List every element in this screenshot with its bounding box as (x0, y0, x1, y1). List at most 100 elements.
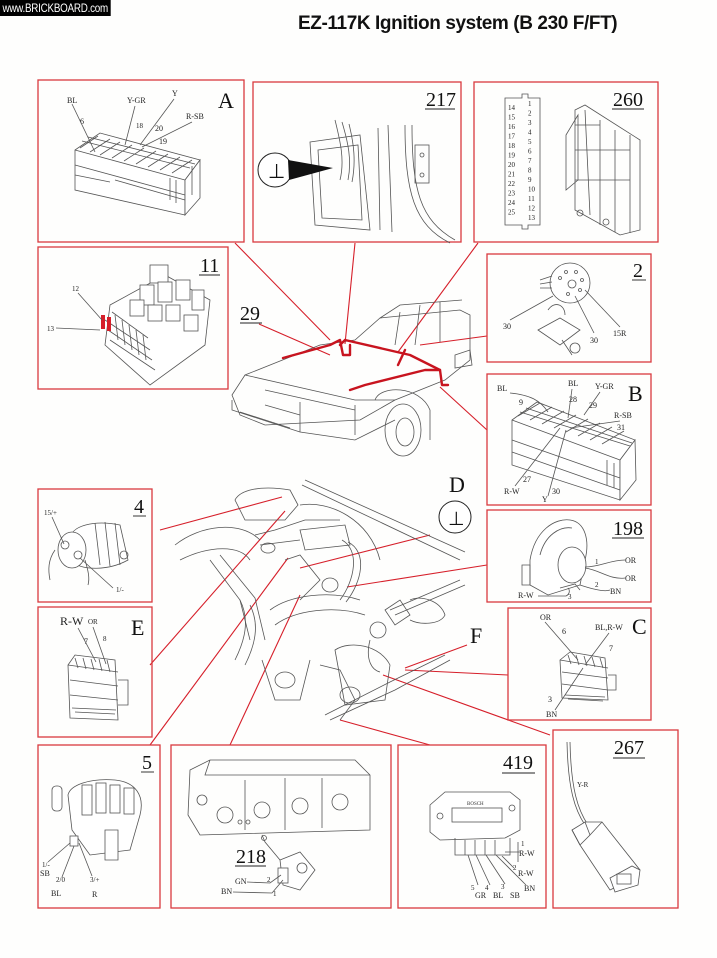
pin-label: 19 (508, 152, 516, 160)
panel-E-letter: E (131, 615, 144, 640)
ground-icon: ⊥ (448, 508, 465, 530)
svg-text:30: 30 (503, 322, 511, 331)
panel-218: 218 GN 2 BN 1 (170, 744, 392, 909)
pin-label: 15 (508, 114, 516, 122)
cylinder-head-drawing (187, 759, 371, 861)
leader-B (439, 386, 488, 431)
svg-text:R-W: R-W (519, 849, 535, 858)
bosch-brand: BOSCH (467, 802, 484, 807)
svg-text:OR: OR (88, 618, 98, 626)
leader-29 (258, 323, 331, 356)
svg-text:4: 4 (485, 884, 489, 892)
svg-text:Y-R: Y-R (577, 781, 589, 789)
svg-text:OR: OR (625, 574, 637, 583)
svg-text:19: 19 (159, 137, 167, 146)
ground-D-circle (438, 500, 472, 534)
panel-2: 2 30 30 15R (486, 253, 652, 363)
pin-label: 21 (508, 171, 516, 179)
svg-text:9: 9 (519, 398, 523, 407)
svg-text:1: 1 (521, 840, 525, 848)
panel-218-number: 218 (236, 846, 266, 868)
svg-text:3: 3 (548, 695, 552, 704)
svg-text:18: 18 (136, 122, 144, 130)
svg-text:27: 27 (523, 475, 531, 484)
distributor-drawing (51, 779, 142, 861)
pin-label: 2 (528, 110, 532, 118)
connector-A-drawing (74, 132, 201, 217)
ground-icon: ⊥ (268, 159, 285, 183)
leader-lines (149, 242, 551, 746)
leader-267 (382, 674, 551, 736)
svg-text:2: 2 (267, 876, 271, 884)
pin-label: 11 (528, 195, 535, 203)
leader-C (404, 669, 509, 676)
watermark: www.BRICKBOARD.com (0, 0, 111, 16)
panel-4: 4 15/+ 1/- (37, 488, 153, 603)
leader-2 (419, 335, 488, 346)
control-unit-419-drawing: BOSCH (429, 791, 521, 856)
panel-C-letter: C (632, 614, 647, 639)
ground-F-letter: F (470, 623, 482, 648)
svg-text:2: 2 (513, 864, 517, 872)
panel-4-number: 4 (134, 496, 144, 518)
pin-label: 6 (528, 148, 532, 156)
leader-419 (339, 719, 431, 746)
callout-pointer (288, 160, 333, 180)
svg-text:31: 31 (617, 423, 625, 432)
panel-260-number: 260 (613, 89, 643, 111)
connector-267-drawing (566, 741, 641, 893)
svg-text:R-SB: R-SB (614, 411, 632, 420)
svg-text:3: 3 (501, 883, 505, 891)
pin-label: 20 (508, 161, 516, 169)
connector-C-drawing (559, 651, 617, 702)
svg-text:12: 12 (72, 285, 80, 293)
panel-A: A BL 6 Y-GR 18 Y 20 R-SB 19 (37, 79, 245, 243)
leader-5 (149, 557, 289, 746)
pin-list-260: 1415161718192021222324251234567891011121… (508, 100, 536, 222)
panel-217-number: 217 (426, 89, 456, 111)
svg-text:Y-GR: Y-GR (127, 96, 146, 105)
svg-text:6: 6 (80, 117, 84, 126)
svg-text:R-SB: R-SB (186, 112, 204, 121)
svg-text:R: R (92, 890, 98, 899)
svg-text:R-W: R-W (518, 591, 534, 600)
leader-260 (397, 242, 479, 353)
pin-label: 12 (528, 205, 536, 213)
leader-217 (344, 242, 356, 345)
ground-D-letter: D (449, 472, 465, 497)
svg-text:Y-GR: Y-GR (595, 382, 614, 391)
svg-text:GN: GN (235, 877, 247, 886)
svg-text:7: 7 (84, 637, 88, 646)
panel-11-number: 11 (200, 255, 219, 277)
svg-text:BL,R-W: BL,R-W (595, 623, 623, 632)
panel-5-number: 5 (142, 752, 152, 774)
svg-text:7: 7 (609, 644, 613, 653)
fuse-12-highlight (101, 315, 105, 329)
svg-text:BN: BN (610, 587, 621, 596)
panel-A-letter: A (218, 88, 234, 113)
svg-text:SB: SB (40, 869, 50, 878)
svg-text:OR: OR (625, 556, 637, 565)
fuse-relay-box-drawing (101, 264, 211, 386)
ground-D: D ⊥ (438, 472, 472, 534)
ignition-coil-drawing (48, 521, 129, 586)
panel-11: 11 12 13 (37, 246, 229, 390)
svg-text:R-W: R-W (60, 614, 84, 628)
svg-text:15R: 15R (613, 329, 627, 338)
svg-text:28: 28 (569, 395, 577, 404)
pin-label: 5 (528, 138, 532, 146)
svg-text:BL: BL (497, 384, 507, 393)
pin-label: 25 (508, 209, 516, 217)
svg-text:Y: Y (542, 495, 548, 504)
ecu-260-drawing (565, 104, 641, 236)
svg-text:R-W: R-W (518, 869, 534, 878)
leader-4 (159, 496, 283, 531)
panel-E: E R-W OR 7 8 (37, 606, 153, 738)
fuse-13-highlight (107, 317, 111, 331)
svg-text:OR: OR (540, 613, 552, 622)
svg-text:R-W: R-W (504, 487, 520, 496)
svg-text:15/+: 15/+ (44, 509, 57, 517)
panel-419-number: 419 (503, 752, 533, 774)
pin-label: 4 (528, 129, 532, 137)
